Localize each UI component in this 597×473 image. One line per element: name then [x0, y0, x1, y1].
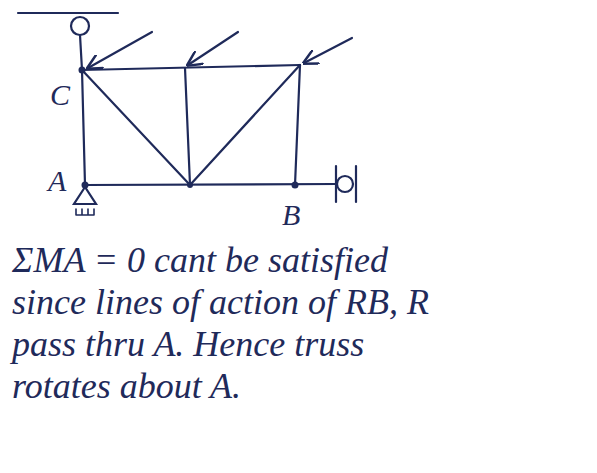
- load-arrow: [304, 38, 352, 63]
- diagonal: [190, 65, 300, 185]
- support-wall: [355, 166, 357, 202]
- joint: [187, 182, 193, 188]
- note-text: pass thru A. Hence truss: [12, 326, 364, 362]
- support-link: [80, 35, 82, 70]
- support-wall: [335, 166, 337, 202]
- left-vertical: [82, 70, 85, 185]
- roller: [337, 176, 353, 192]
- load-arrow: [188, 32, 238, 65]
- note-text: since lines of action of RB, R: [12, 284, 429, 320]
- note-text: ΣMA = 0 cant be satisfied: [12, 242, 388, 278]
- right-vertical: [295, 65, 300, 185]
- note-text: rotates about A.: [12, 368, 241, 404]
- pin-support: [74, 187, 96, 204]
- top-chord: [82, 65, 300, 70]
- joint-label: A: [48, 166, 66, 196]
- load-arrow: [88, 32, 152, 68]
- joint-label: C: [50, 80, 70, 110]
- roller: [71, 17, 89, 35]
- joint: [292, 182, 299, 189]
- joint: [82, 182, 89, 189]
- middle-vertical: [185, 68, 190, 185]
- joint: [79, 67, 86, 74]
- bottom-chord: [85, 184, 337, 185]
- diagonal: [82, 70, 190, 185]
- ground-hatch: [76, 209, 94, 215]
- joint-label: B: [282, 200, 300, 230]
- support-wall: [18, 12, 118, 14]
